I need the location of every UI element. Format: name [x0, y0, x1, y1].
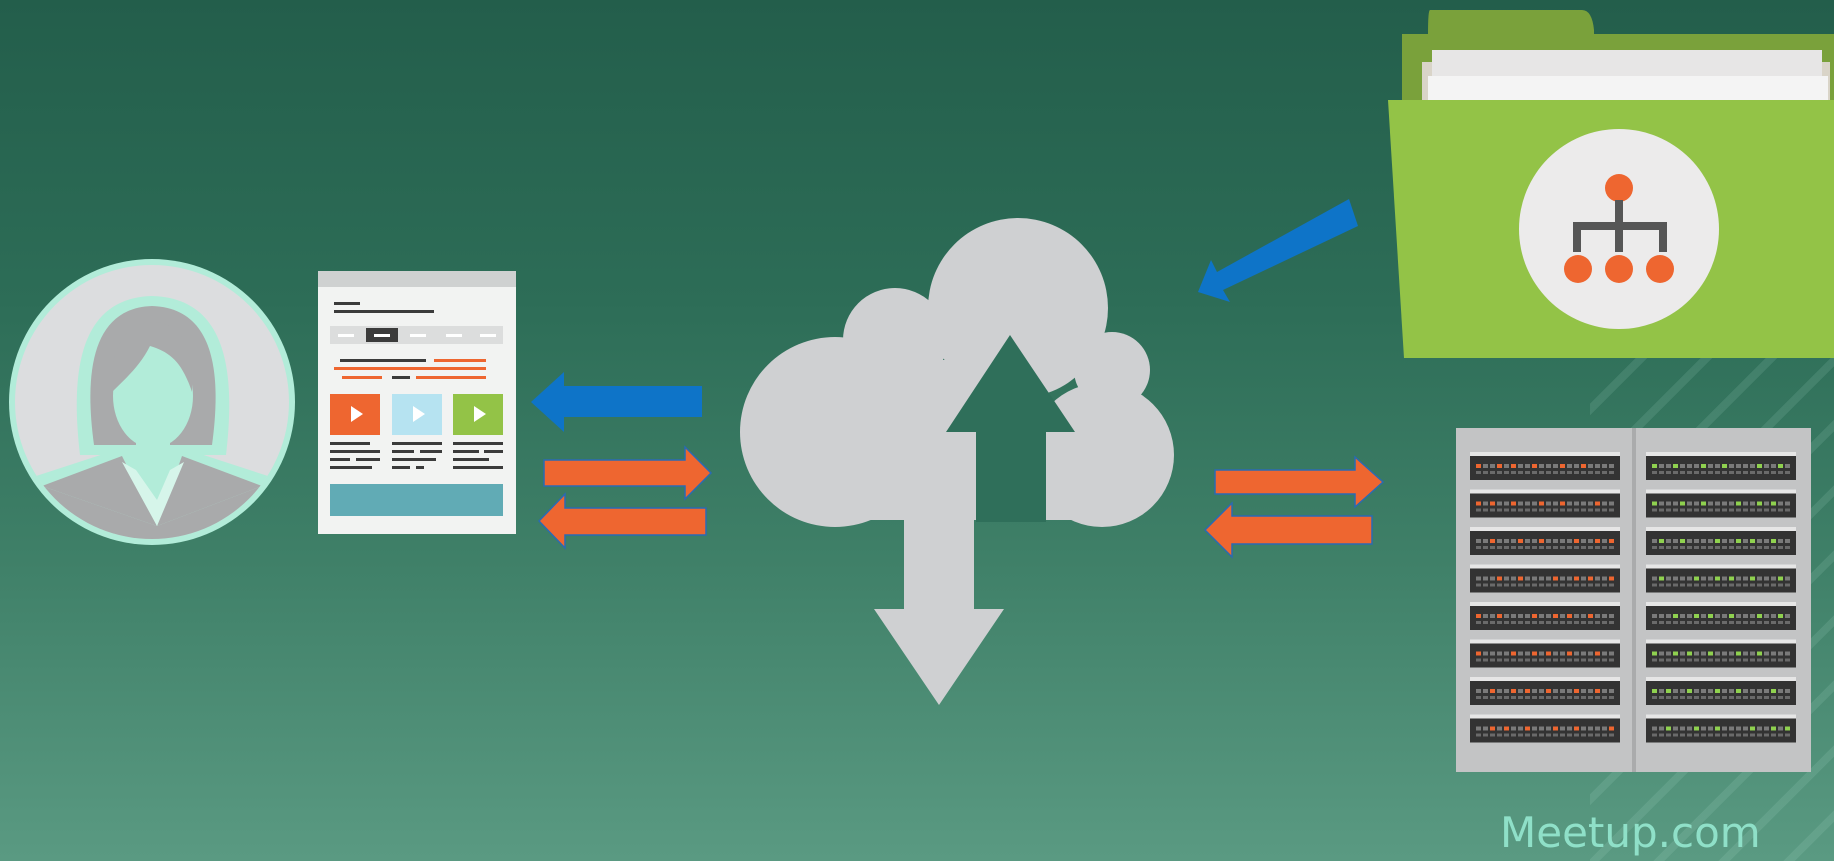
server-unit	[1646, 489, 1796, 518]
server-unit	[1470, 489, 1620, 518]
server-unit	[1646, 564, 1796, 593]
server-unit	[1470, 677, 1620, 705]
sitemap-folder-icon	[1388, 10, 1834, 358]
server-unit	[1470, 452, 1620, 480]
orange-arrow-left-server	[1203, 501, 1373, 559]
server-rack-icon	[1456, 428, 1811, 772]
server-unit	[1646, 677, 1796, 705]
server-unit	[1470, 639, 1620, 668]
cloud-upload-download-icon	[740, 218, 1174, 705]
server-unit	[1646, 639, 1796, 668]
server-unit	[1646, 527, 1796, 555]
blue-arrow-left	[531, 372, 702, 432]
user-avatar-icon	[9, 259, 295, 545]
server-unit	[1646, 714, 1796, 743]
orange-arrow-right-server	[1214, 455, 1385, 509]
orange-arrow-right	[543, 445, 713, 501]
blue-arrow-diagonal	[1198, 199, 1358, 302]
server-unit	[1646, 602, 1796, 630]
server-unit	[1470, 564, 1620, 593]
orange-arrow-left	[537, 492, 707, 550]
server-unit	[1470, 602, 1620, 630]
server-unit	[1470, 714, 1620, 743]
footer-credit: Meetup.com	[1500, 808, 1761, 857]
server-unit	[1646, 452, 1796, 480]
webpage-document-icon	[318, 271, 516, 534]
server-unit	[1470, 527, 1620, 555]
